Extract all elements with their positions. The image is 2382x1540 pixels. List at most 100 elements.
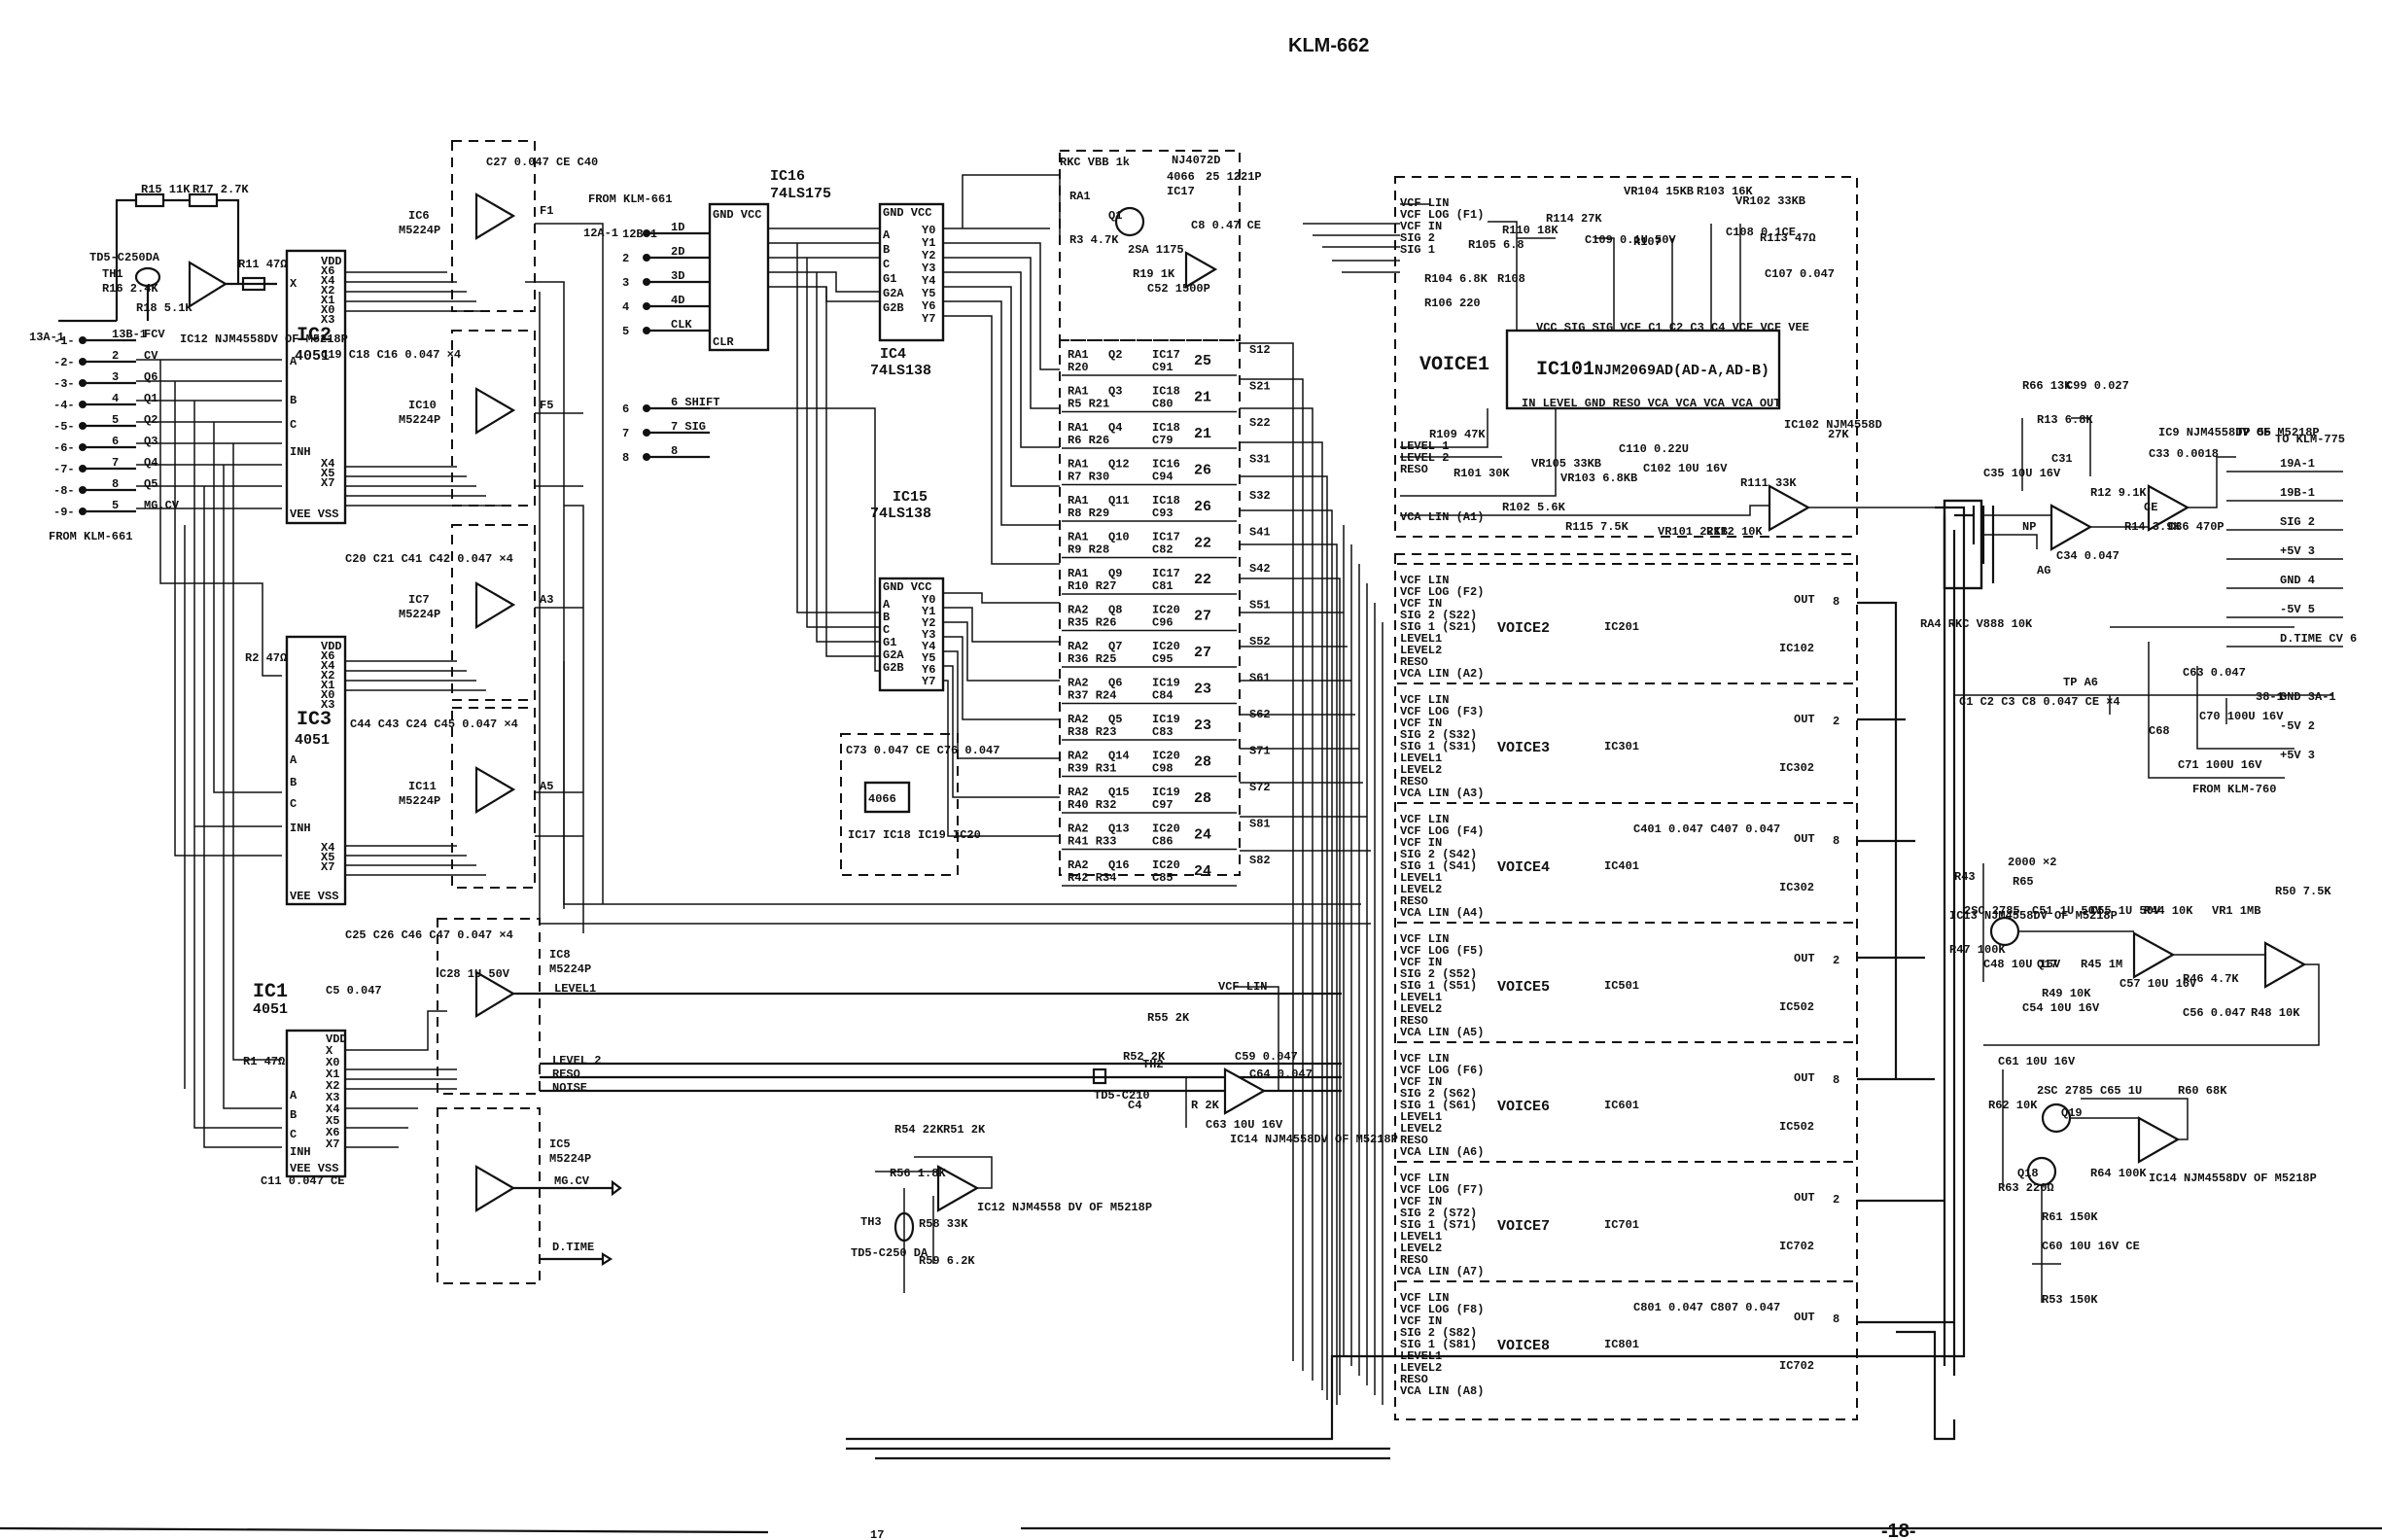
ic11-ref: IC11 [408,780,437,793]
noise-part: R48 10K [2251,1006,2300,1020]
noise-part: R44 10K [2144,904,2193,918]
noise2-part: R63 220Ω [1998,1181,2054,1195]
voice-ic: IC201 [1604,620,1639,634]
voice1-part: C109 0.1U 50V [1585,233,1676,247]
noise-part: R65 [2013,875,2034,889]
ic-pin-label: X [326,1044,333,1058]
left-pin-num: -1- [53,334,75,348]
voice1-ic: IC101 [1536,359,1594,381]
noise2-part: R64 100K [2090,1167,2147,1180]
ic-pin-label: X4 [321,457,334,471]
voice-input: VCA LIN (A7) [1400,1265,1484,1278]
voice-input: VCF LOG (F7) [1400,1183,1484,1197]
sw-pin: 23 [1194,718,1211,734]
ic-pin-label: X3 [321,698,334,712]
voice-input: LEVEL1 [1400,1230,1442,1243]
voice-out: OUT [1794,832,1815,846]
sw-c: C95 [1152,652,1173,666]
sw-q: Q14 [1108,750,1130,763]
voice-out-pin: 2 [1833,954,1839,967]
voice-input: VCA LIN (A3) [1400,787,1484,800]
sh-level2-label: LEVEL 2 [552,1054,601,1068]
voice1-part: VR102 33KB [1735,194,1805,208]
r1-label: R1 47Ω [243,1055,285,1068]
ic2-part: 4051 [295,348,330,365]
voice-input: SIG 2 (S62) [1400,1087,1477,1101]
switch-part: 4066 [868,792,896,806]
ic-pin-label: X0 [326,1056,339,1069]
ic-pin-label: X1 [321,294,334,307]
tempco1-part: TD5-C210 [1094,1089,1150,1102]
ic5-part: M5224P [549,1152,591,1166]
power-row: +5V 3 [2280,749,2315,762]
from661-pin: 6 [622,402,629,416]
voice-input: VCF LIN [1400,1291,1449,1305]
page-number: -18- [1881,1521,1916,1540]
ic8-out-level1: LEVEL1 [554,982,596,996]
r17-label: R17 2.7K [193,183,249,196]
sw-c: C85 [1152,871,1173,885]
voice-extra: C401 0.047 C407 0.047 [1633,822,1780,836]
from661-net: 1D [671,221,684,234]
tempco2-part: R51 2K [943,1123,986,1137]
voice1-input: RESO [1400,463,1428,476]
sw-ic: IC20 [1152,822,1180,836]
sw-q: Q13 [1108,822,1130,836]
noise-part: C51 1U 50V [2032,904,2103,918]
sw-ic: IC17 [1152,567,1180,580]
tempco1-part: C4 [1128,1099,1141,1112]
power-connector: 38-1 [2256,690,2284,704]
voice1-part: VR104 15KB [1624,185,1694,198]
voice-out-pin: 8 [1833,595,1839,609]
voice1-part: R114 27K [1546,212,1602,226]
r11-label: R11 47Ω [238,258,287,271]
voice-out-pin: 2 [1833,1193,1839,1207]
noise-part: C57 10U 16V [2119,977,2197,991]
tempco1-part: R55 2K [1147,1011,1190,1025]
tempco1-part: IC14 NJM4558DV OF M5218P [1230,1133,1398,1146]
left-pin-label: 5 [112,413,119,427]
ic6-out: F1 [540,204,553,218]
left-pin-label: 7 [112,456,119,470]
sw-ra: RA1 [1068,531,1089,544]
voice1-part: R107 [1633,235,1662,249]
c28-label: C28 1U 50V [439,967,510,981]
voice-input: RESO [1400,1134,1428,1147]
ic1-a: A [290,1089,298,1102]
sw-q: Q4 [1108,421,1122,435]
ic7-out: A3 [540,593,553,607]
r2-label: R2 47Ω [245,651,287,665]
ic-pin-label: X3 [326,1091,339,1104]
voice-input: LEVEL2 [1400,763,1442,777]
th1-part-label: TD5-C250DA [89,251,160,264]
sw-pin: 23 [1194,682,1211,698]
mixer-part: NP [2022,520,2036,534]
ic-pin-label: X4 [321,659,334,673]
prev-page-number: 17 [870,1528,884,1540]
voice-extra: C801 0.047 C807 0.047 [1633,1301,1780,1314]
mixer-part: R66 13K [2022,379,2072,393]
sw-ra: RA1 [1068,385,1089,399]
mixer-part: CE [2144,501,2157,514]
ic11-out: A5 [540,780,553,793]
voice1-input: VCA LIN (A1) [1400,510,1484,524]
ic-pin-label: X7 [321,860,334,874]
from661-label: FROM KLM-661 [588,192,672,206]
left-pin-num: -5- [53,420,75,434]
sw-r: R9 R28 [1068,543,1109,557]
voice-name: VOICE2 [1497,620,1550,637]
ic10-out: F5 [540,399,553,412]
sw-ic: IC18 [1152,385,1180,399]
sample-holds: IC6 M5224P F1 C27 0.047 CE C40 IC10 M522… [399,140,1342,1284]
voice-input: SIG 2 (S52) [1400,967,1477,981]
noise2-part: 2SC 2785 [2037,1084,2093,1098]
left-pin-label: 4 [112,392,119,405]
ic15-out: Y6 [922,663,935,677]
left-pin-num: -2- [53,356,75,369]
ic4-part: 74LS138 [870,363,931,379]
sw-ra: RA1 [1068,567,1089,580]
voice1-part: C110 0.22U [1619,442,1689,456]
sw-r: R41 R33 [1068,835,1116,849]
